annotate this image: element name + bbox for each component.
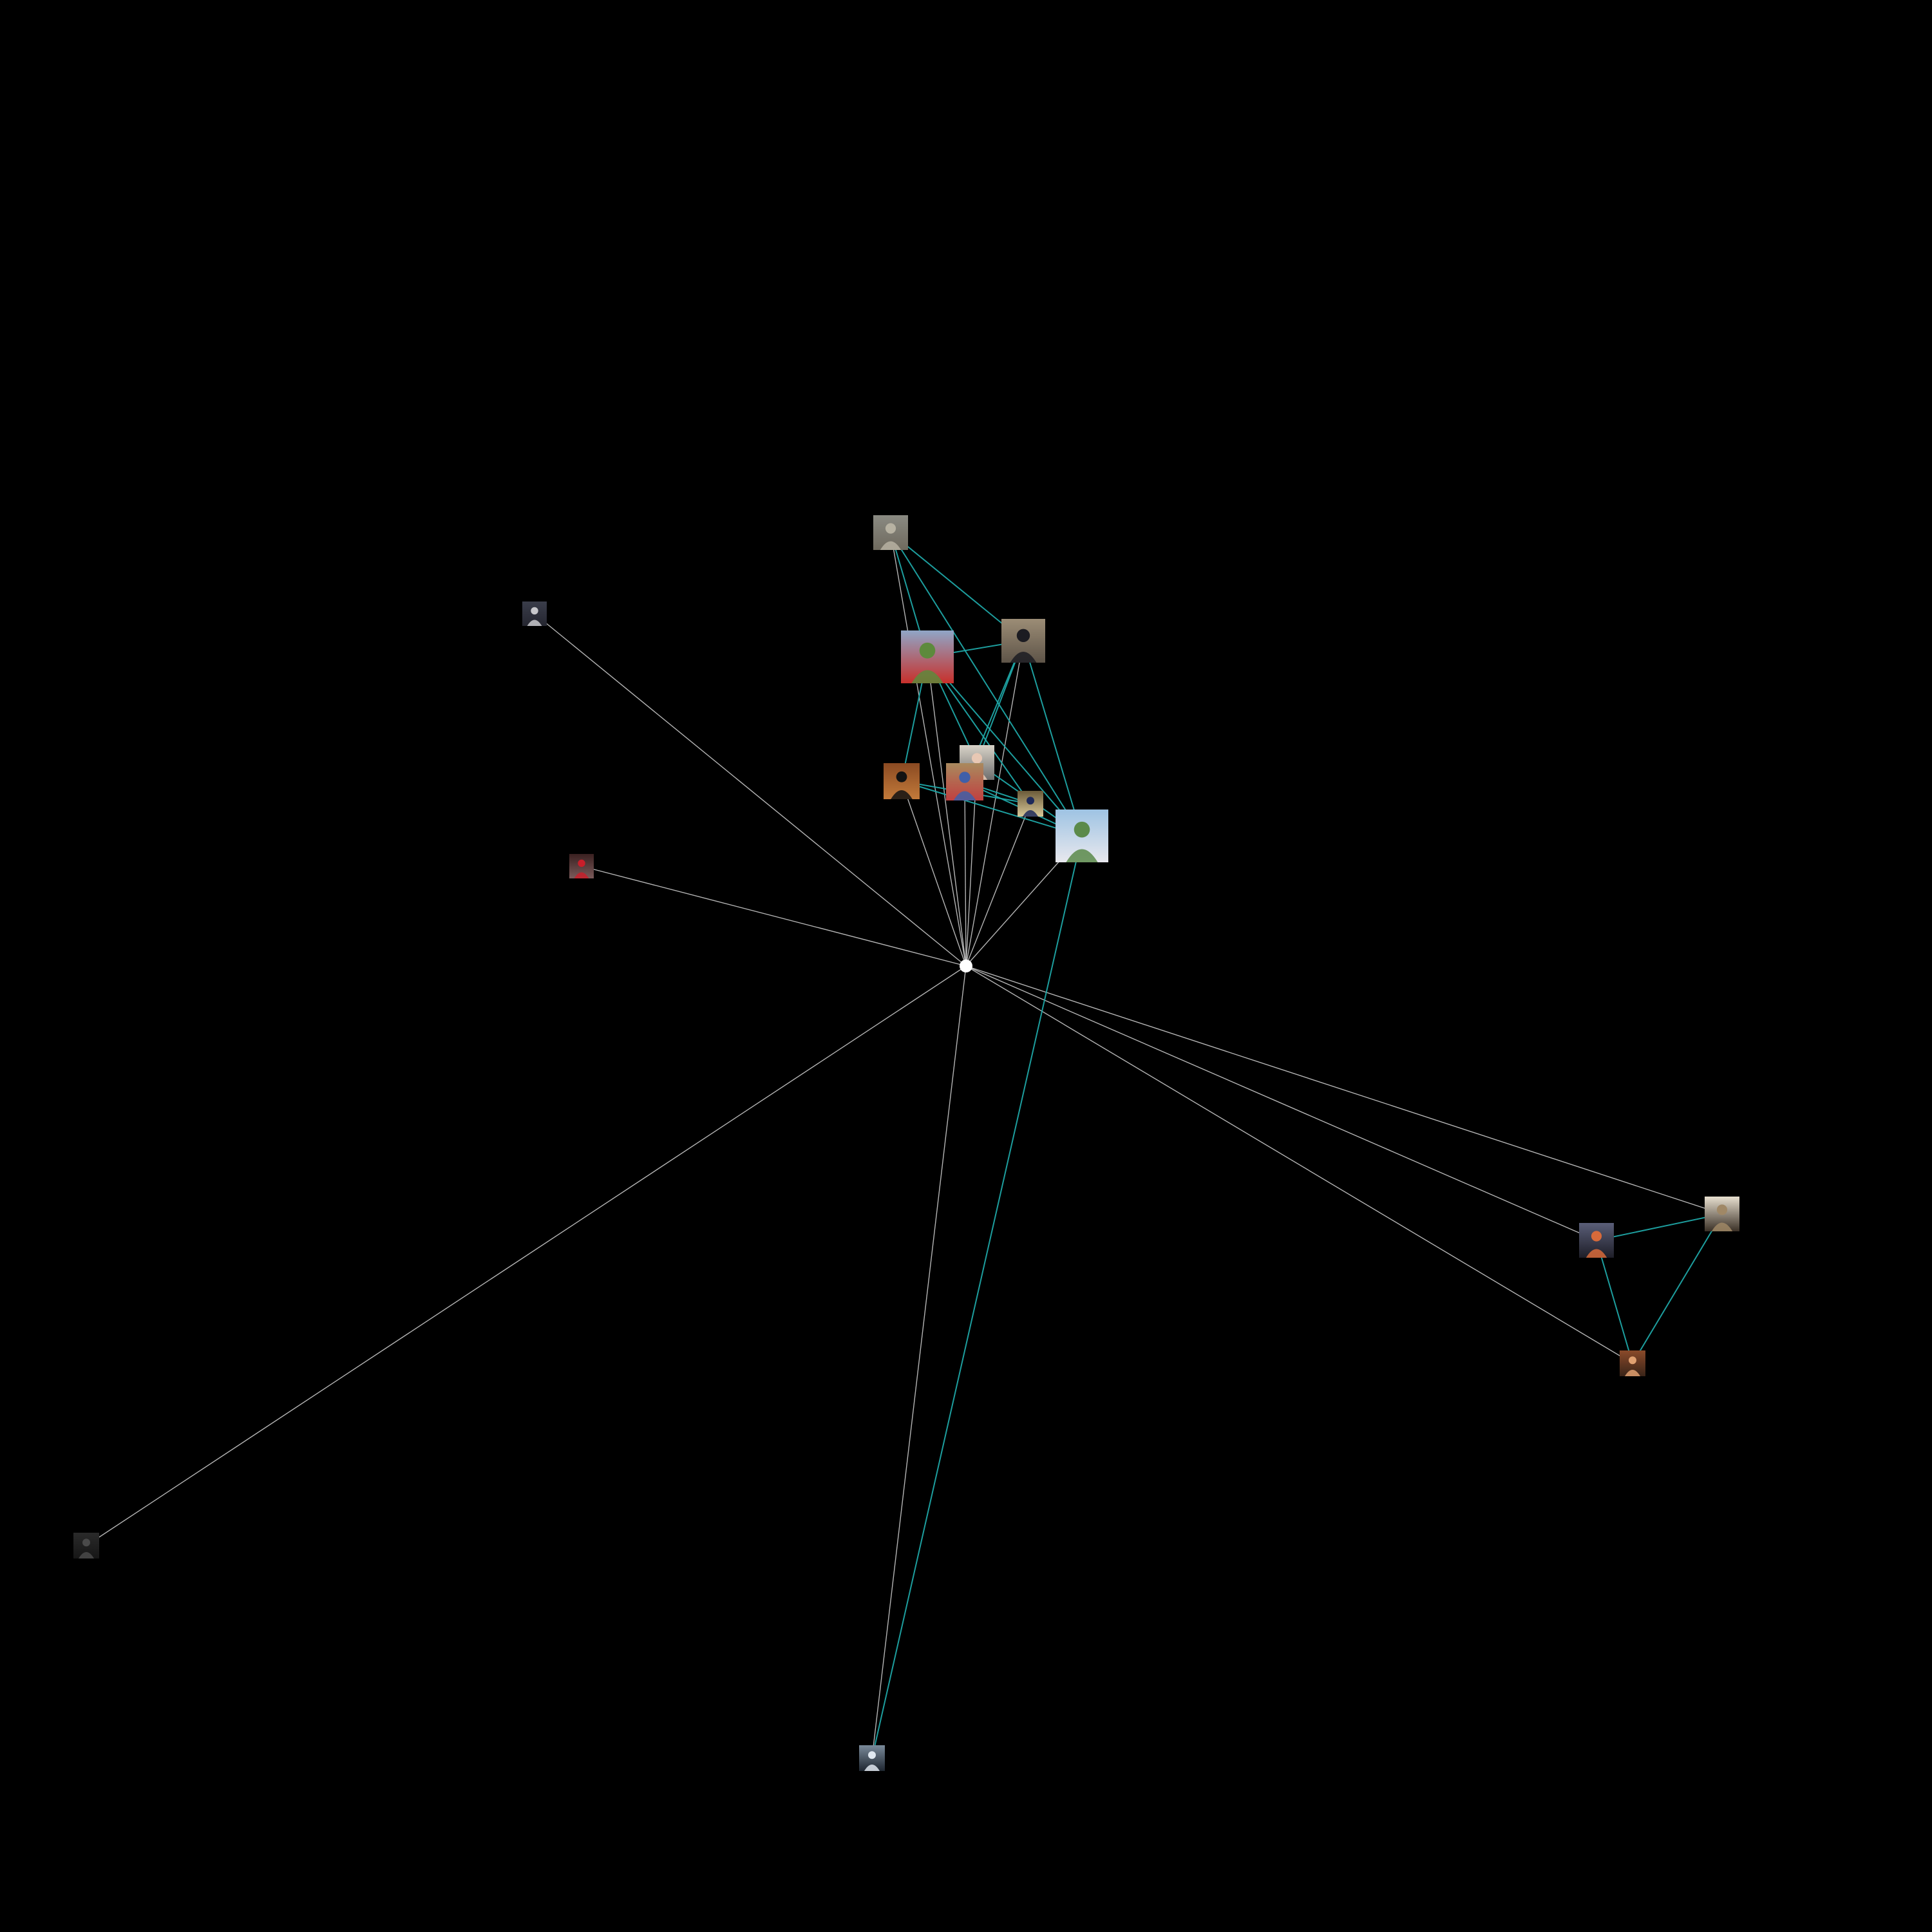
avatar-node-n7[interactable]	[946, 763, 983, 800]
avatar-head	[971, 753, 983, 764]
avatar-body	[1625, 1370, 1640, 1376]
ego-edge-n6	[901, 781, 967, 967]
avatar-node-n14[interactable]	[73, 1533, 99, 1558]
friend-edge-n3-n9	[927, 656, 1083, 837]
avatar-body	[891, 790, 913, 799]
avatar-head	[896, 771, 907, 782]
avatar-node-n6[interactable]	[884, 763, 920, 799]
avatar-node-n12[interactable]	[1705, 1197, 1739, 1231]
ego-edge-n14	[86, 965, 967, 1546]
avatar-body	[1010, 652, 1037, 663]
friend-edge-n6-n9	[901, 781, 1083, 837]
avatar-node-n11[interactable]	[1579, 1223, 1614, 1258]
ego-edge-n2	[534, 613, 967, 967]
avatar-body	[911, 670, 943, 683]
avatar-body	[527, 620, 542, 626]
ego-edge-n10	[581, 866, 967, 967]
avatar-head	[1027, 797, 1034, 805]
friend-edge-n1-n9	[890, 532, 1083, 837]
avatar-body	[1023, 810, 1038, 817]
ego-edge-n4	[965, 640, 1024, 967]
ego-edge-n3	[927, 656, 967, 967]
ego-edge-n12	[965, 965, 1723, 1215]
avatar-node-n9[interactable]	[1056, 810, 1108, 862]
friend-edge-n12-n13	[1632, 1213, 1723, 1364]
avatar-head	[531, 607, 538, 615]
avatar-head	[919, 642, 936, 659]
avatar-node-n8[interactable]	[1018, 791, 1043, 817]
avatar-head	[1074, 821, 1090, 838]
avatar-head	[868, 1751, 876, 1759]
avatar-head	[1629, 1356, 1636, 1365]
avatar-head	[959, 772, 971, 783]
avatar-body	[953, 791, 976, 800]
avatar-node-n13[interactable]	[1620, 1350, 1645, 1376]
friend-edge-n11-n12	[1596, 1213, 1723, 1241]
avatar-body	[1586, 1249, 1607, 1258]
avatar-head	[1016, 629, 1030, 643]
ego-edge-n11	[965, 965, 1597, 1241]
ego-edge-n15	[871, 965, 967, 1759]
ego-edge-n13	[965, 965, 1633, 1364]
nodes-layer	[73, 515, 1739, 1771]
avatar-body	[79, 1552, 94, 1558]
avatar-body	[864, 1765, 880, 1771]
friend-edge-n1-n4	[890, 532, 1024, 641]
avatar-body	[1066, 849, 1098, 862]
friend-edge-n4-n9	[1023, 640, 1083, 837]
center-node[interactable]	[960, 960, 972, 972]
friend-edge-n11-n13	[1596, 1240, 1633, 1364]
avatar-head	[82, 1539, 90, 1547]
ego-edge-n1	[890, 532, 967, 967]
avatar-head	[1716, 1204, 1728, 1215]
ego-edge-n8	[965, 803, 1031, 967]
avatar-node-n2[interactable]	[522, 601, 547, 626]
avatar-head	[885, 523, 896, 534]
friend-edge-n9-n15	[871, 835, 1083, 1759]
avatar-node-n1[interactable]	[873, 515, 908, 550]
avatar-head	[578, 859, 585, 867]
avatar-body	[880, 541, 902, 550]
avatar-node-n10[interactable]	[569, 854, 594, 878]
ego-edge-n7	[964, 781, 967, 967]
avatar-node-n15[interactable]	[859, 1745, 885, 1771]
avatar-node-n3[interactable]	[901, 630, 954, 683]
avatar-body	[574, 872, 589, 878]
avatar-body	[1711, 1222, 1733, 1231]
edges-layer	[86, 532, 1723, 1759]
avatar-head	[1591, 1231, 1602, 1242]
avatar-node-n4[interactable]	[1001, 619, 1045, 663]
